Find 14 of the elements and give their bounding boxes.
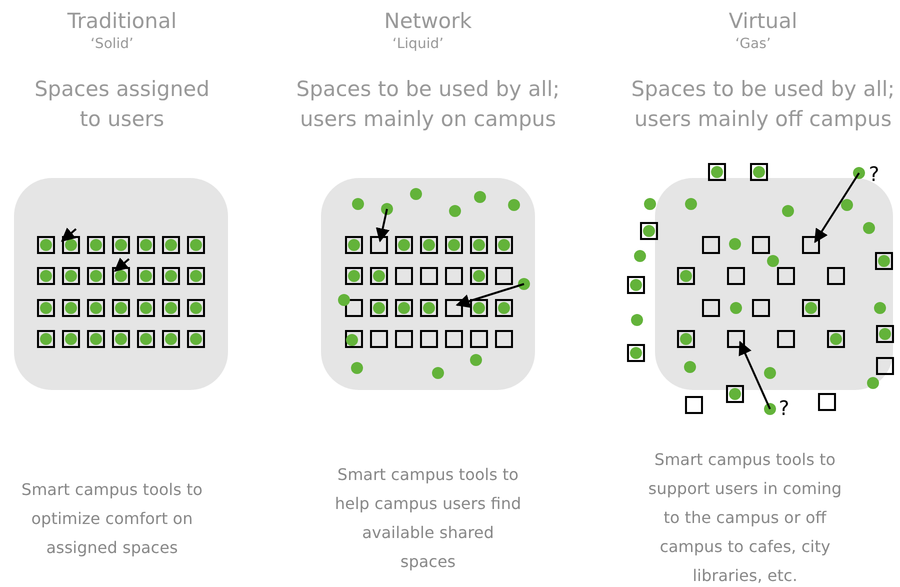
column-subheading: ‘Solid’ xyxy=(89,36,135,52)
caption-text: Smart campus tools to support users in coming to the campus or off campus to cafes, city libraries, etc. xyxy=(647,449,843,587)
column-heading: Traditional xyxy=(66,8,178,34)
column-heading: Virtual xyxy=(728,8,798,34)
column-subheading: ‘Gas’ xyxy=(734,36,772,52)
column-heading: Network xyxy=(383,8,473,34)
column-description: Spaces assigned to users xyxy=(33,76,211,133)
caption-text: Smart campus tools to help campus users find available shared spaces xyxy=(334,464,522,573)
caption-text: Smart campus tools to optimize comfort on assigned spaces xyxy=(20,479,204,559)
column-description: Spaces to be used by all; users mainly off campus xyxy=(630,76,896,133)
column-subheading: ‘Liquid’ xyxy=(391,36,445,52)
column-description: Spaces to be used by all; users mainly on campus xyxy=(295,76,561,133)
question-mark: ? xyxy=(868,162,880,186)
question-mark: ? xyxy=(778,396,790,420)
